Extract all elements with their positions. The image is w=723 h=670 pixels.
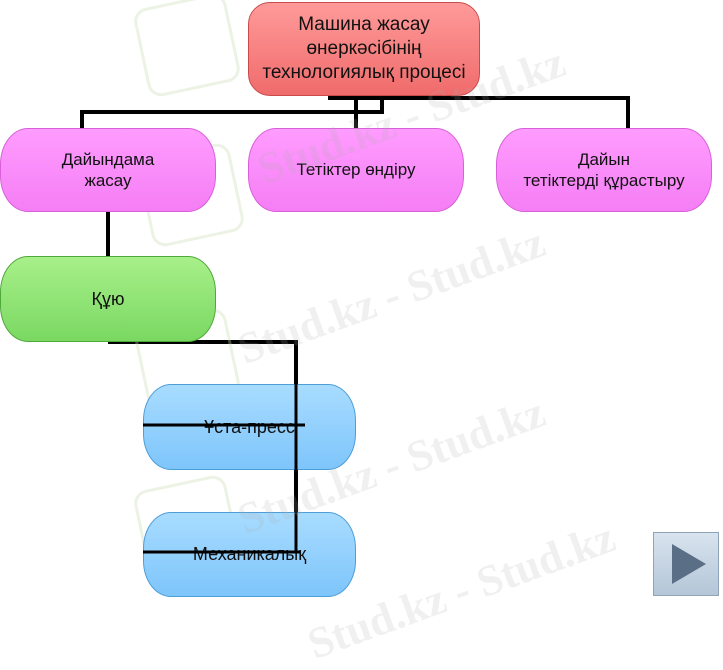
connector-root-right bbox=[328, 96, 630, 128]
node-assembly: Дайын тетіктерді құрастыру bbox=[496, 128, 712, 212]
node-blank-making: Дайындама жасау bbox=[0, 128, 216, 212]
node-casting: Құю bbox=[0, 256, 216, 342]
play-triangle-icon bbox=[672, 544, 706, 584]
root-node: Машина жасау өнеркәсібінің технологиялық… bbox=[248, 2, 480, 96]
node-parts-production-label: Тетіктер өндіру bbox=[296, 160, 416, 180]
node-forging: Ұста-пресс bbox=[143, 384, 356, 470]
node-mechanical: Механикалық bbox=[143, 512, 356, 597]
node-blank-making-label: Дайындама жасау bbox=[61, 149, 155, 190]
next-slide-button[interactable] bbox=[653, 532, 719, 596]
node-mechanical-label: Механикалық bbox=[192, 544, 307, 565]
node-casting-label: Құю bbox=[91, 288, 125, 309]
connector-root-center bbox=[354, 96, 384, 128]
node-forging-label: Ұста-пресс bbox=[204, 416, 295, 437]
node-assembly-label: Дайын тетіктерді құрастыру bbox=[523, 149, 685, 190]
root-node-label: Машина жасау өнеркәсібінің технологиялық… bbox=[262, 14, 466, 83]
connector-root-left bbox=[80, 96, 358, 128]
node-parts-production: Тетіктер өндіру bbox=[248, 128, 464, 212]
